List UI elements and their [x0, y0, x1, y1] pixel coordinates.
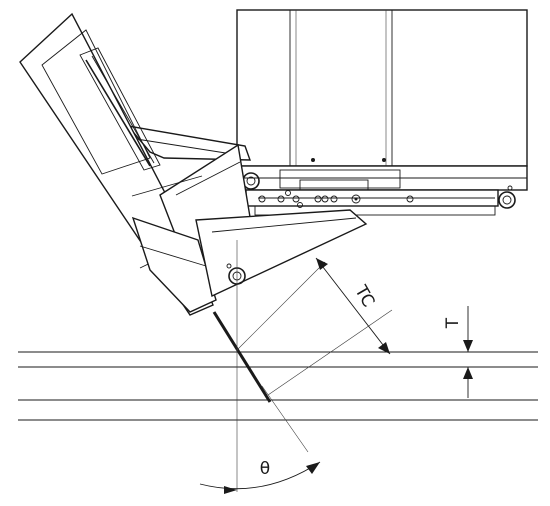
tilted-cutting-head — [19, 12, 368, 403]
theta-label: θ — [260, 459, 270, 479]
tc-label: TC — [350, 281, 378, 310]
tc-dimension — [236, 257, 393, 396]
workpiece-lines — [18, 351, 538, 421]
t-label: T — [443, 317, 463, 329]
machine-housing — [236, 9, 528, 216]
t-dimension — [463, 306, 473, 398]
angle-theta — [199, 385, 321, 494]
